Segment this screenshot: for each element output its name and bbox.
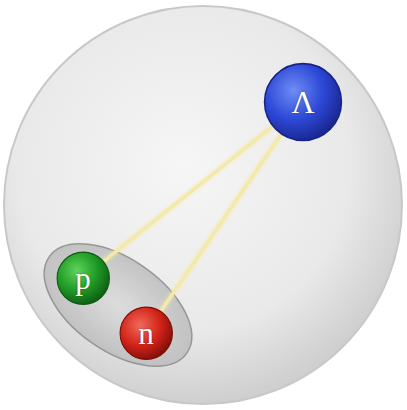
interaction-line xyxy=(104,127,271,261)
interaction-line xyxy=(161,135,280,310)
nucleus-sphere xyxy=(4,6,402,404)
particle-circle: n xyxy=(119,306,174,361)
particle-symbol: n xyxy=(138,318,154,349)
particle-symbol: p xyxy=(75,263,91,294)
particle-circle: p xyxy=(56,251,111,306)
particle-circle: Λ xyxy=(263,62,343,142)
particle-symbol: Λ xyxy=(291,86,314,118)
particle-disc xyxy=(265,64,342,141)
particle-disc xyxy=(120,307,172,359)
deuteron-ellipse xyxy=(23,219,213,391)
particle-disc xyxy=(57,252,109,304)
